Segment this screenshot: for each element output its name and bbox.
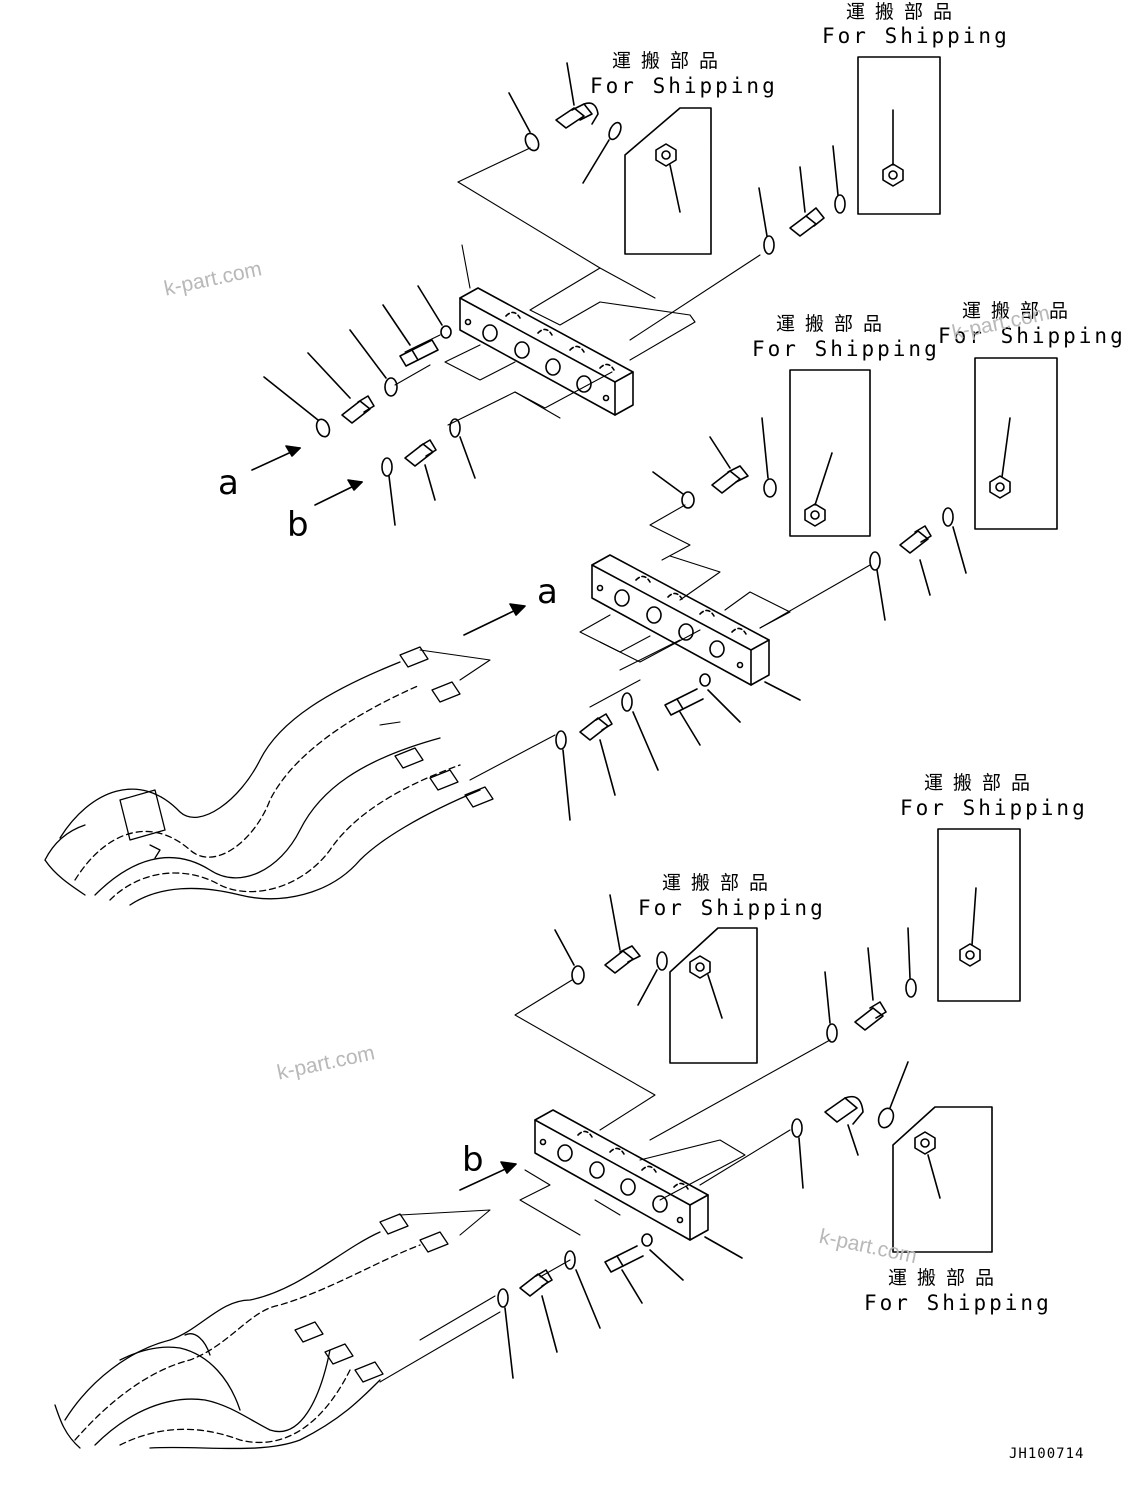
fittings-top	[263, 62, 846, 526]
letter-a-middle: a	[537, 572, 558, 612]
shipping-label-en-1: For Shipping	[822, 24, 1010, 48]
manifold-block-lower	[534, 1109, 743, 1259]
shipping-boxes-top	[624, 56, 1058, 537]
nut-icons-top	[655, 109, 1011, 527]
hose-bundle-lower	[54, 1209, 501, 1450]
hose-bundle-middle	[44, 646, 494, 906]
shipping-boxes-lower	[669, 828, 1021, 1253]
fittings-middle	[555, 417, 967, 821]
arrows-upper	[251, 445, 363, 506]
manifold-block-top	[459, 287, 634, 416]
shipping-label-jp-2: 運搬部品	[611, 50, 728, 72]
shipping-label-en-4: For Shipping	[938, 324, 1126, 348]
fittings-lower	[497, 894, 917, 1379]
arrow-b-lower	[459, 1161, 517, 1191]
shipping-label-jp-4: 運搬部品	[961, 300, 1078, 322]
shipping-label-jp-6: 運搬部品	[661, 872, 778, 894]
shipping-label-en-5: For Shipping	[900, 796, 1088, 820]
shipping-label-en-6: For Shipping	[638, 896, 826, 920]
manifold-block-middle	[591, 554, 801, 701]
shipping-label-en-7: For Shipping	[864, 1291, 1052, 1315]
drawing-code: JH100714	[1009, 1446, 1085, 1462]
letter-b-upper: b	[287, 505, 309, 545]
arrow-a-middle	[463, 603, 526, 636]
letter-a-upper: a	[218, 463, 239, 503]
shipping-label-jp-3: 運搬部品	[775, 313, 892, 335]
shipping-label-en-3: For Shipping	[752, 337, 940, 361]
middle-assembly-lines	[469, 504, 871, 781]
shipping-label-jp-5: 運搬部品	[923, 772, 1040, 794]
top-assembly-lines	[394, 147, 761, 426]
shipping-label-jp-1: 運搬部品	[845, 1, 962, 23]
shipping-label-jp-7: 運搬部品	[887, 1267, 1004, 1289]
shipping-label-en-2: For Shipping	[590, 74, 778, 98]
letter-b-lower: b	[462, 1140, 484, 1180]
